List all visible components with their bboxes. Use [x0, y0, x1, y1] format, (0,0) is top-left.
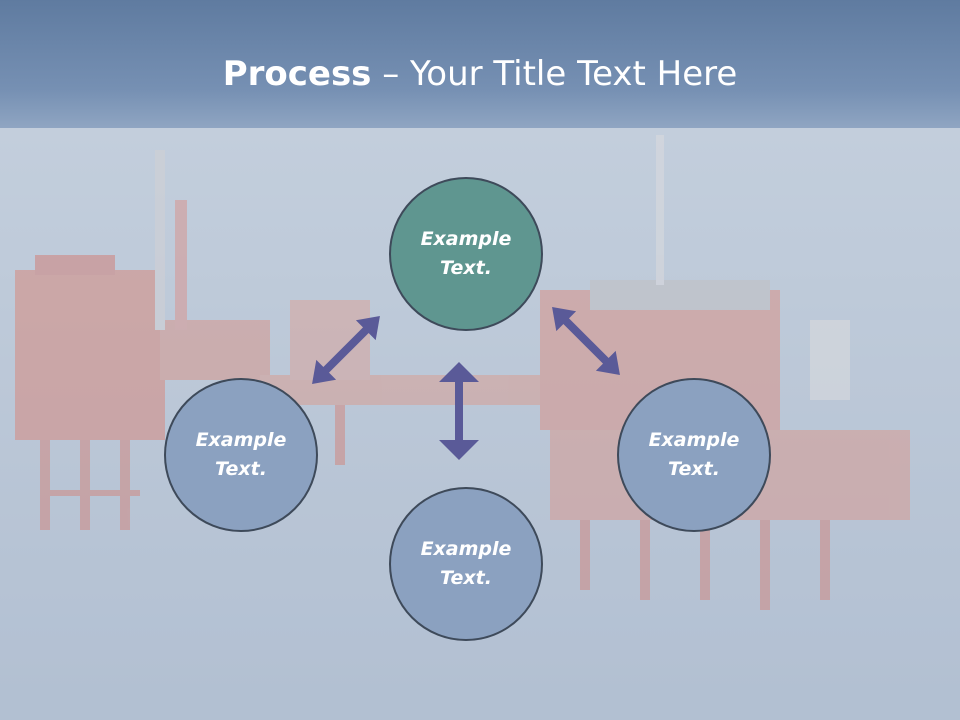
node-left: Example Text.: [164, 378, 318, 532]
arrow-top-right: [552, 307, 620, 375]
title-rest: – Your Title Text Here: [371, 54, 738, 94]
title-bar: [0, 0, 960, 128]
node-right: Example Text.: [617, 378, 771, 532]
node-bottom: Example Text.: [389, 487, 543, 641]
arrow-top-left: [312, 316, 380, 384]
node-left-label: Example Text.: [195, 429, 287, 480]
node-top-label: Example Text.: [420, 228, 512, 279]
slide-title: Process – Your Title Text Here: [0, 52, 960, 96]
node-bottom-label: Example Text.: [420, 538, 512, 589]
node-top: Example Text.: [389, 177, 543, 331]
arrow-center-vertical: [439, 362, 479, 460]
title-bold: Process: [222, 54, 372, 94]
node-right-label: Example Text.: [648, 429, 740, 480]
